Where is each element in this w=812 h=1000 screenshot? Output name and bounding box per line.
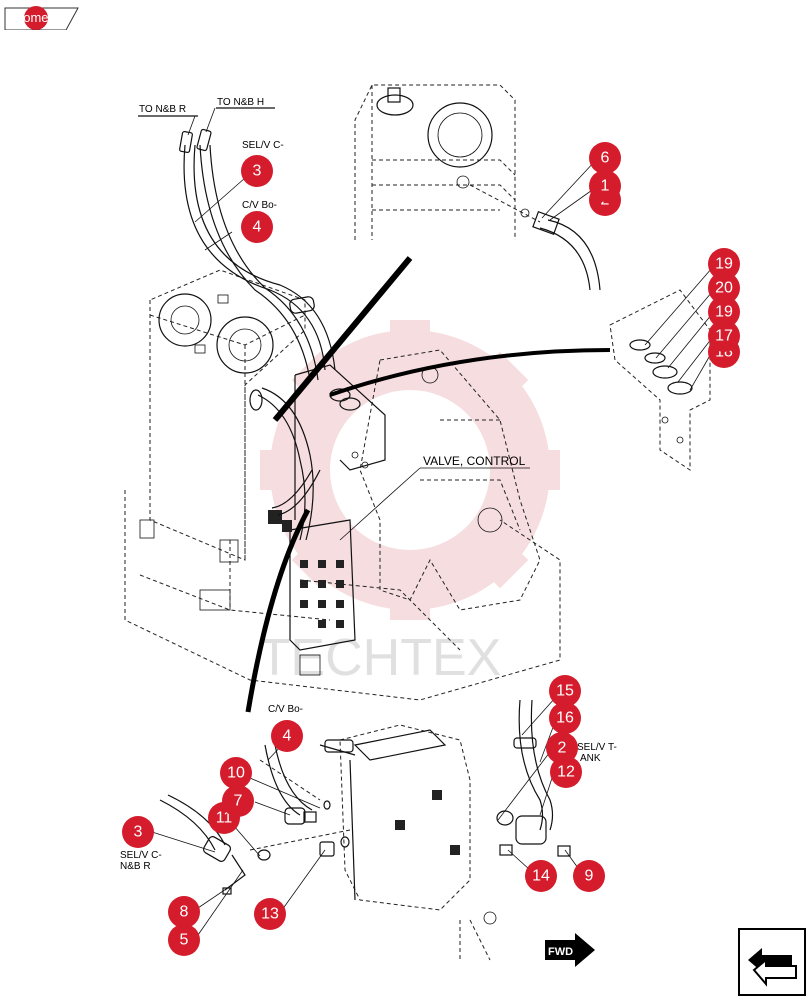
callout-4-leader-top — [204, 231, 233, 251]
to-nb-h-label: TO N&B H — [217, 97, 264, 108]
right-valve-detail — [609, 289, 711, 471]
callout-4-lower[interactable]: 4 — [271, 720, 303, 752]
callout-10[interactable]: 10 — [220, 757, 252, 789]
svg-text:2: 2 — [558, 740, 567, 757]
selv-c-bottom-label: SEL/V C- — [120, 850, 162, 861]
to-nb-r-label: TO N&B R — [139, 104, 186, 115]
hose-top-right — [532, 210, 601, 291]
callout-7[interactable]: 7 — [222, 785, 254, 817]
callout-1-leader — [549, 187, 596, 221]
callout-5[interactable]: 5 — [168, 924, 200, 956]
svg-text:10: 10 — [227, 765, 245, 782]
svg-text:12: 12 — [557, 764, 575, 781]
callout-13[interactable]: 13 — [254, 898, 286, 930]
selv-c-bottom-label-2: N&B R — [120, 861, 151, 872]
callout-15[interactable]: 15 — [549, 675, 581, 707]
valve-control-label: VALVE, CONTROL — [423, 454, 526, 468]
svg-text:14: 14 — [532, 868, 550, 885]
svg-text:17: 17 — [715, 328, 733, 345]
callout-12-leader — [539, 774, 554, 816]
main-tank-drawing — [124, 269, 561, 701]
callout-2-lower-leader — [497, 751, 551, 821]
cv-b-top-label: C/V Bo- — [242, 200, 277, 211]
selv-t-label: SEL/V T- — [577, 742, 617, 753]
callout-8-leader — [197, 884, 233, 909]
home-label: home — [16, 10, 49, 25]
callout-18-leader — [689, 351, 713, 391]
svg-text:11: 11 — [216, 810, 233, 827]
lower-hoses-right — [496, 699, 571, 857]
svg-text:1: 1 — [601, 178, 610, 195]
fwd-arrow: FWD — [545, 933, 595, 967]
svg-text:16: 16 — [556, 710, 574, 727]
callout-15-leader — [521, 697, 556, 736]
callout-1[interactable]: 1 — [589, 170, 621, 202]
callout-14[interactable]: 14 — [525, 860, 557, 892]
callout-19b[interactable]: 19 — [708, 296, 740, 328]
callout-3-top[interactable]: 3 — [241, 155, 273, 187]
svg-text:3: 3 — [253, 163, 262, 180]
callout-9-leader — [564, 849, 579, 869]
callout-11-leader — [233, 825, 261, 857]
home-button[interactable]: home — [4, 4, 80, 30]
callout-17[interactable]: 17 — [708, 320, 740, 352]
back-arrow-icon-glyph — [748, 948, 797, 987]
callout-13-leader — [281, 849, 326, 911]
svg-text:7: 7 — [234, 793, 243, 810]
selv-t-label-2: ANK — [580, 753, 601, 764]
callout-19a[interactable]: 19 — [708, 248, 740, 280]
callout-7-leader — [254, 801, 291, 816]
svg-text:3: 3 — [134, 824, 143, 841]
callout-3-lower[interactable]: 3 — [122, 816, 154, 848]
svg-text:4: 4 — [283, 728, 292, 745]
lower-hoses-left — [159, 744, 350, 895]
lower-control-valve-drawing — [249, 724, 497, 961]
callout-20[interactable]: 20 — [708, 272, 740, 304]
svg-text:6: 6 — [601, 150, 610, 167]
callout-8[interactable]: 8 — [168, 896, 200, 928]
svg-text:8: 8 — [180, 904, 189, 921]
callout-16[interactable]: 16 — [549, 702, 581, 734]
callout-14-leader — [507, 849, 531, 871]
callout-2-lower[interactable]: 2 — [546, 732, 578, 764]
svg-text:4: 4 — [253, 219, 262, 236]
callout-5-leader — [197, 869, 244, 936]
home-tab-shape — [4, 6, 79, 30]
callout-10-leader — [249, 777, 321, 809]
svg-text:20: 20 — [715, 280, 733, 297]
callout-19a-leader — [644, 267, 713, 346]
callout-17-leader — [677, 337, 713, 383]
selv-c-top-label: SEL/V C- — [242, 140, 284, 151]
hoses-top — [138, 107, 336, 381]
callout-3-lower-leader — [151, 831, 216, 853]
callout-19b-leader — [667, 313, 713, 369]
back-arrow-icon[interactable] — [738, 928, 806, 996]
valve-control-leader — [339, 467, 530, 541]
fwd-label: FWD — [548, 946, 573, 958]
callout-3-leader-top — [194, 177, 246, 223]
black-leader-lines — [245, 256, 611, 713]
svg-text:19: 19 — [715, 256, 733, 273]
svg-text:9: 9 — [585, 868, 594, 885]
callout-12[interactable]: 12 — [550, 756, 582, 788]
cv-b-bottom-label: C/V Bo- — [268, 704, 303, 715]
svg-text:15: 15 — [556, 683, 574, 700]
upper-tank-drawing — [354, 84, 541, 240]
callout-9[interactable]: 9 — [573, 860, 605, 892]
callout-20-leader — [655, 291, 713, 359]
svg-text:5: 5 — [180, 932, 189, 949]
svg-text:13: 13 — [261, 906, 279, 923]
svg-text:19: 19 — [715, 304, 733, 321]
watermark-text: TECHTEX — [259, 629, 502, 687]
callout-4-top[interactable]: 4 — [241, 211, 273, 243]
callout-6[interactable]: 6 — [589, 142, 621, 174]
watermark-gear — [260, 320, 560, 620]
callout-6-leader — [541, 159, 597, 219]
